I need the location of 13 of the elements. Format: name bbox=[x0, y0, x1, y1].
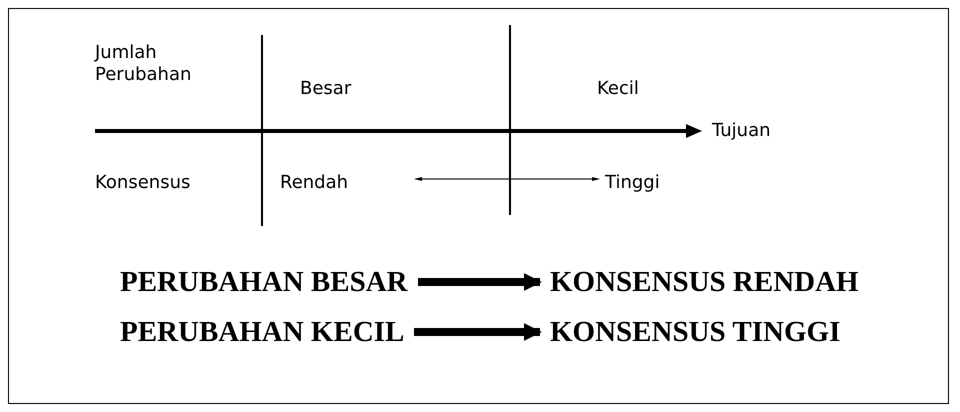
axis-label: Tinggi bbox=[605, 172, 660, 194]
arrow bbox=[418, 273, 542, 291]
axis-label: Tujuan bbox=[712, 120, 771, 142]
statement-text: PERUBAHAN BESAR bbox=[120, 265, 408, 299]
axis-label: Rendah bbox=[280, 172, 348, 194]
statement-text: KONSENSUS TINGGI bbox=[550, 315, 840, 349]
statement-text: KONSENSUS RENDAH bbox=[550, 265, 859, 299]
axis-label: Konsensus bbox=[95, 172, 190, 194]
axis-label: Jumlah Perubahan bbox=[95, 42, 192, 86]
statement-text: PERUBAHAN KECIL bbox=[120, 315, 404, 349]
axis-label: Kecil bbox=[597, 78, 639, 100]
axis-label: Besar bbox=[300, 78, 352, 100]
arrow bbox=[414, 323, 542, 341]
